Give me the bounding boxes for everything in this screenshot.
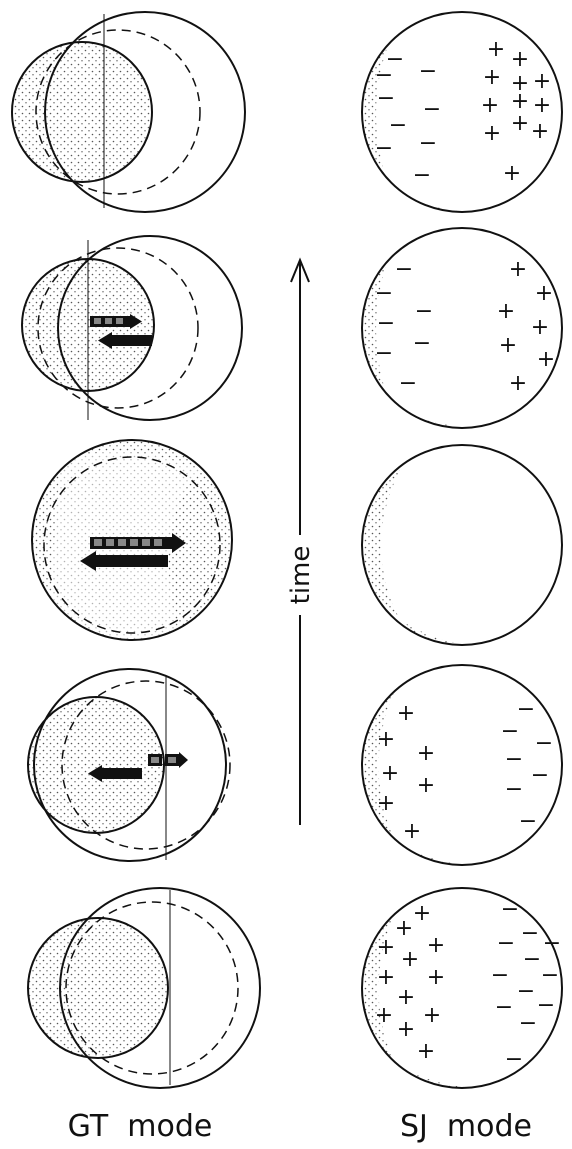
svg-text:−: − bbox=[505, 1047, 523, 1072]
svg-text:−: − bbox=[543, 931, 561, 956]
sj-mode-label: SJ mode bbox=[400, 1109, 532, 1144]
svg-text:−: − bbox=[541, 963, 559, 988]
svg-text:+: + bbox=[417, 773, 435, 798]
svg-text:+: + bbox=[531, 315, 549, 340]
svg-text:−: − bbox=[531, 763, 549, 788]
svg-text:+: + bbox=[395, 916, 413, 941]
sj-stage-2: −−− −−− − +++ +++ + bbox=[361, 227, 563, 429]
time-axis: time bbox=[286, 257, 316, 825]
stored-displacement-arrow-right bbox=[90, 314, 142, 329]
svg-text:−: − bbox=[386, 47, 404, 72]
svg-text:+: + bbox=[509, 257, 527, 282]
displacement-arrow-left bbox=[98, 332, 152, 349]
svg-text:+: + bbox=[483, 121, 501, 146]
svg-text:+: + bbox=[413, 901, 431, 926]
sj-stage-1: −−− −−− −−− +++ +++ +++ +++ bbox=[361, 11, 563, 213]
svg-text:−: − bbox=[519, 1011, 537, 1036]
svg-text:+: + bbox=[417, 741, 435, 766]
svg-text:+: + bbox=[397, 1017, 415, 1042]
svg-text:−: − bbox=[537, 993, 555, 1018]
svg-text:−: − bbox=[519, 809, 537, 834]
svg-text:+: + bbox=[427, 965, 445, 990]
svg-text:−: − bbox=[495, 995, 513, 1020]
svg-text:+: + bbox=[533, 93, 551, 118]
svg-text:−: − bbox=[399, 371, 417, 396]
sj-stage-5: +++ +++ +++ +++ −−− −−− −−− −−− bbox=[361, 887, 563, 1089]
svg-text:−: − bbox=[535, 731, 553, 756]
svg-text:−: − bbox=[395, 257, 413, 282]
svg-text:+: + bbox=[377, 727, 395, 752]
svg-text:+: + bbox=[533, 69, 551, 94]
svg-text:−: − bbox=[377, 86, 395, 111]
svg-text:+: + bbox=[377, 791, 395, 816]
displacement-arrow-left bbox=[88, 765, 142, 782]
svg-text:−: − bbox=[375, 341, 393, 366]
svg-text:−: − bbox=[413, 331, 431, 356]
svg-text:+: + bbox=[511, 111, 529, 136]
sj-stage-4: +++ +++ + −−− −−− − bbox=[361, 664, 563, 866]
svg-text:−: − bbox=[497, 931, 515, 956]
stored-displacement-arrow-right bbox=[90, 533, 186, 553]
gt-mode-label: GT mode bbox=[68, 1109, 213, 1144]
svg-text:−: − bbox=[517, 979, 535, 1004]
svg-text:+: + bbox=[511, 89, 529, 114]
sj-charges-5: +++ +++ +++ +++ −−− −−− −−− −−− bbox=[375, 897, 561, 1072]
svg-text:+: + bbox=[401, 947, 419, 972]
svg-text:+: + bbox=[381, 761, 399, 786]
svg-text:+: + bbox=[531, 119, 549, 144]
svg-text:+: + bbox=[481, 93, 499, 118]
svg-text:−: − bbox=[523, 947, 541, 972]
svg-text:−: − bbox=[419, 131, 437, 156]
stored-displacement-arrow-right bbox=[148, 752, 188, 768]
displacement-arrow-left bbox=[80, 551, 168, 571]
sj-charges-4: +++ +++ + −−− −−− − bbox=[377, 697, 553, 844]
svg-text:+: + bbox=[483, 65, 501, 90]
svg-text:+: + bbox=[427, 933, 445, 958]
svg-text:+: + bbox=[537, 347, 555, 372]
sj-stage-3 bbox=[361, 444, 563, 646]
svg-text:+: + bbox=[377, 935, 395, 960]
svg-text:−: − bbox=[491, 963, 509, 988]
svg-text:−: − bbox=[419, 59, 437, 84]
svg-text:−: − bbox=[413, 163, 431, 188]
svg-text:+: + bbox=[503, 161, 521, 186]
svg-text:+: + bbox=[397, 985, 415, 1010]
svg-text:+: + bbox=[509, 371, 527, 396]
sj-charges-1: −−− −−− −−− +++ +++ +++ +++ bbox=[375, 37, 551, 188]
svg-text:+: + bbox=[535, 281, 553, 306]
svg-text:+: + bbox=[423, 1003, 441, 1028]
svg-text:−: − bbox=[501, 897, 519, 922]
svg-text:−: − bbox=[389, 113, 407, 138]
svg-text:+: + bbox=[377, 965, 395, 990]
svg-text:−: − bbox=[375, 63, 393, 88]
svg-text:−: − bbox=[501, 719, 519, 744]
svg-text:+: + bbox=[497, 299, 515, 324]
svg-text:−: − bbox=[505, 777, 523, 802]
svg-text:+: + bbox=[417, 1039, 435, 1064]
svg-text:−: − bbox=[505, 747, 523, 772]
svg-text:+: + bbox=[403, 819, 421, 844]
svg-text:−: − bbox=[375, 281, 393, 306]
svg-text:+: + bbox=[511, 71, 529, 96]
svg-text:−: − bbox=[415, 299, 433, 324]
svg-text:+: + bbox=[397, 701, 415, 726]
svg-text:−: − bbox=[423, 97, 441, 122]
svg-text:+: + bbox=[487, 37, 505, 62]
svg-text:−: − bbox=[517, 697, 535, 722]
svg-text:−: − bbox=[521, 921, 539, 946]
svg-text:−: − bbox=[377, 311, 395, 336]
svg-text:+: + bbox=[375, 1003, 393, 1028]
svg-text:+: + bbox=[511, 47, 529, 72]
sj-charges-2: −−− −−− − +++ +++ + bbox=[375, 257, 555, 396]
svg-text:−: − bbox=[375, 136, 393, 161]
time-label: time bbox=[286, 546, 316, 605]
svg-text:+: + bbox=[499, 333, 517, 358]
